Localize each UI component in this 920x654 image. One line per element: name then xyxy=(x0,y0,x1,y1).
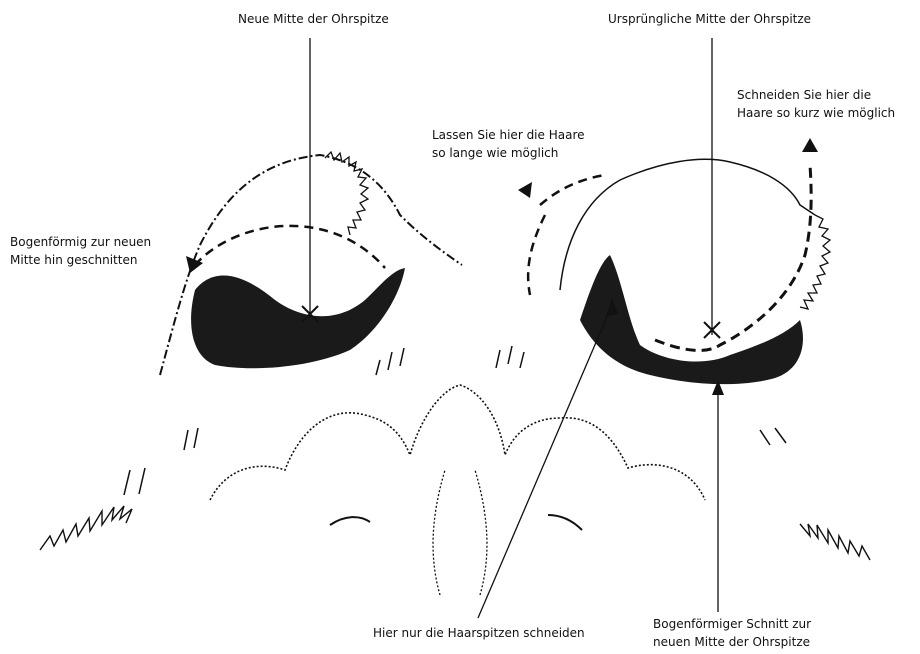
label-tips-only: Hier nur die Haarspitzen schneiden xyxy=(373,624,585,642)
right-ear-inner-shade xyxy=(580,255,803,384)
keep-long-arc xyxy=(528,175,605,295)
label-arc-to-new-center: Bogenförmig zur neuen Mitte hin geschnit… xyxy=(10,233,151,269)
label-arc-cut: Bogenförmiger Schnitt zur neuen Mitte de… xyxy=(653,615,811,651)
nose-bridge xyxy=(433,470,487,595)
muzzle-right xyxy=(548,515,582,530)
tips-only-pointer xyxy=(478,305,612,618)
left-cut-arc xyxy=(195,226,385,268)
head-fur-right xyxy=(800,524,870,560)
right-ear-outline xyxy=(560,159,815,290)
head-top-contour xyxy=(210,385,705,500)
head-fur-left xyxy=(40,506,132,550)
label-cut-short: Schneiden Sie hier die Haare so kurz wie… xyxy=(737,86,895,122)
label-keep-long: Lassen Sie hier die Haare so lange wie m… xyxy=(432,126,585,162)
right-cut-arc xyxy=(655,165,811,350)
right-arrowhead xyxy=(802,138,818,152)
keep-long-arrowhead xyxy=(518,182,532,198)
right-ear-fur xyxy=(800,215,830,309)
left-ear-fur xyxy=(325,152,368,235)
muzzle-left xyxy=(330,517,370,525)
label-new-center: Neue Mitte der Ohrspitze xyxy=(238,10,389,28)
label-original-center: Ursprüngliche Mitte der Ohrspitze xyxy=(608,10,811,28)
left-ear-inner-shade xyxy=(191,268,405,368)
